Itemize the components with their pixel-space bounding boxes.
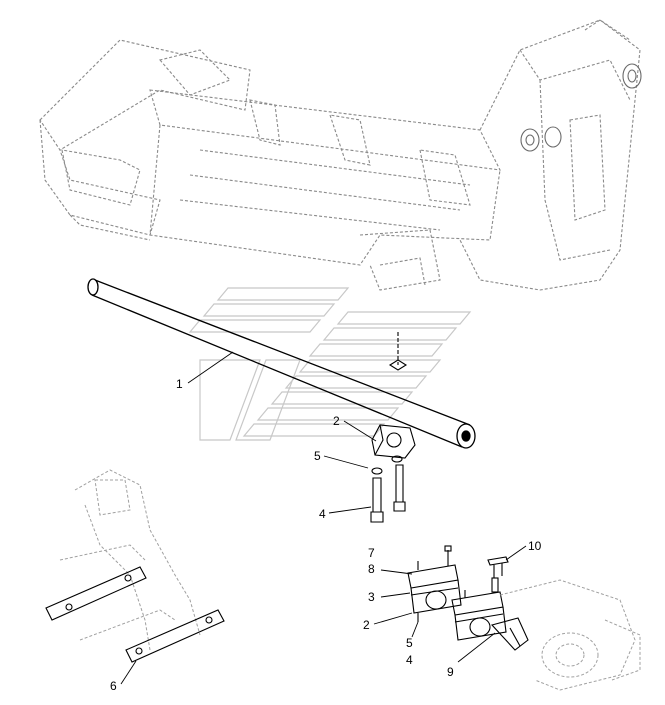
leader-2-bottom <box>373 612 413 625</box>
callout-6: 6 <box>110 679 117 693</box>
callout-4-bottom: 4 <box>406 653 413 667</box>
shaft-tube <box>87 278 476 449</box>
leader-5-top <box>323 455 369 469</box>
callout-5-top: 5 <box>314 449 321 463</box>
leader-1 <box>187 351 234 384</box>
frame-bosses <box>520 63 642 152</box>
main-frame <box>39 19 641 291</box>
mounting-plates <box>45 566 225 663</box>
watermark-logo <box>188 287 472 441</box>
clamp-assembly-upper <box>370 332 416 523</box>
callout-4-top: 4 <box>319 507 326 521</box>
leader-10 <box>505 545 527 561</box>
leader-8 <box>380 569 413 575</box>
lower-left-mount <box>59 469 201 651</box>
callout-9: 9 <box>447 665 454 679</box>
leader-lines <box>120 351 527 685</box>
callout-1: 1 <box>176 377 183 391</box>
leader-3 <box>380 592 411 598</box>
callout-10: 10 <box>528 539 542 553</box>
leader-5-bottom <box>411 621 419 638</box>
callout-8: 8 <box>368 562 375 576</box>
leader-2-top <box>343 420 377 442</box>
callouts: 1 2 5 4 6 7 8 3 2 5 4 9 10 <box>110 377 542 693</box>
leader-4-top <box>328 506 372 514</box>
callout-2-top: 2 <box>333 414 340 428</box>
callout-3: 3 <box>368 590 375 604</box>
leader-6 <box>120 660 137 685</box>
leader-9 <box>457 632 496 663</box>
callout-7: 7 <box>368 546 375 560</box>
callout-5-bottom: 5 <box>406 636 413 650</box>
clamp-assembly-lower <box>407 545 529 651</box>
lower-right-housing <box>499 579 641 691</box>
callout-2-bottom: 2 <box>363 618 370 632</box>
